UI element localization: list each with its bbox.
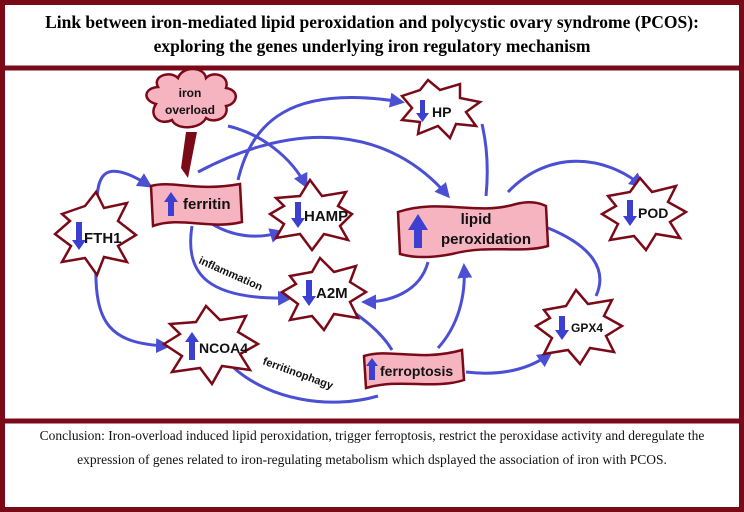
ncoa4-label: NCOA4 (199, 340, 248, 356)
ferroptosis-node: ferroptosis (362, 348, 466, 390)
iron-overload-cloud (145, 67, 237, 129)
gpx4-star (533, 287, 625, 367)
ncoa4-node: NCOA4 (161, 304, 261, 387)
lipid-peroxidation-label-line1: lipid (461, 211, 492, 228)
arrow-down-icon (416, 100, 429, 122)
lipid-peroxidation-banner (396, 201, 550, 259)
ferroptosis-label: ferroptosis (380, 363, 453, 379)
arrow-ferritin-to-hamp (211, 222, 285, 243)
iron-overload-label-line1: iron (179, 86, 202, 100)
hp-node: HP (399, 78, 484, 141)
hamp-node: HAMP (267, 177, 355, 253)
hp-star (399, 78, 484, 141)
arrow-down-icon (72, 222, 86, 250)
arrow-cloud-to-hamp (227, 124, 308, 189)
arrow-up-icon (366, 358, 378, 380)
arrow-up-icon (408, 214, 428, 248)
hp-label: HP (432, 104, 451, 120)
fth1-star (53, 189, 139, 278)
arrow-down-icon (302, 280, 316, 306)
a2m-node: A2M (279, 255, 369, 333)
ferritin-node: ferritin (149, 182, 244, 228)
pod-star (599, 175, 689, 253)
gpx4-label: GPX4 (571, 321, 603, 335)
arrow-ferroptosis-to-lipid (436, 263, 473, 350)
connector-arrows (94, 92, 645, 404)
fth1-node: FTH1 (53, 189, 139, 278)
arrow-fth1-to-ferritin (95, 169, 153, 209)
iron-overload-stem (181, 132, 197, 178)
diagram-title-line2: exploring the genes underlying iron regu… (154, 36, 591, 56)
lipid-peroxidation-label-line2: peroxidation (441, 231, 531, 248)
diagram-title-line1: Link between iron-mediated lipid peroxid… (45, 12, 699, 32)
iron-overload-node: iron overload (145, 67, 237, 178)
a2m-label: A2M (316, 285, 348, 302)
pod-node: POD (599, 175, 689, 253)
arrow-up-icon (164, 192, 178, 216)
arrow-ferritin-to-a2m-inflammation (189, 225, 293, 306)
arrow-lipid-to-a2m (361, 261, 430, 310)
arrow-hp-to-lipid (480, 123, 489, 197)
ferritin-label: ferritin (183, 196, 231, 213)
arrow-lipid-to-gpx4 (547, 226, 602, 297)
arrow-up-icon (185, 332, 199, 360)
arrow-ferritin-to-hp (236, 92, 405, 181)
hamp-star (267, 177, 355, 253)
lipid-peroxidation-node: lipid peroxidation (396, 201, 550, 259)
iron-overload-label-line2: overload (165, 103, 215, 117)
arrow-down-icon (623, 200, 637, 226)
hamp-label: HAMP (304, 208, 348, 225)
arrow-down-icon (555, 316, 569, 340)
ncoa4-star (161, 304, 261, 387)
ferroptosis-banner (362, 348, 466, 390)
gpx4-node: GPX4 (533, 287, 625, 367)
arrow-ferritin-to-lipid (197, 135, 450, 199)
conclusion-text: Conclusion: Iron-overload induced lipid … (39, 428, 705, 467)
arrow-fth1-to-ncoa4 (94, 261, 171, 354)
arrow-ncoa4-to-ferroptosis-ferritinophagy (233, 366, 379, 404)
edge-label-inflammation: inflammation (197, 255, 265, 294)
edge-label-ferritinophagy: ferritinophagy (261, 356, 335, 393)
arrow-down-icon (291, 202, 305, 228)
pod-label: POD (638, 205, 668, 221)
fth1-label: FTH1 (84, 230, 122, 247)
a2m-star (279, 255, 369, 333)
arrow-lipid-to-pod (506, 159, 645, 194)
arrow-ferroptosis-to-gpx4 (465, 352, 553, 375)
